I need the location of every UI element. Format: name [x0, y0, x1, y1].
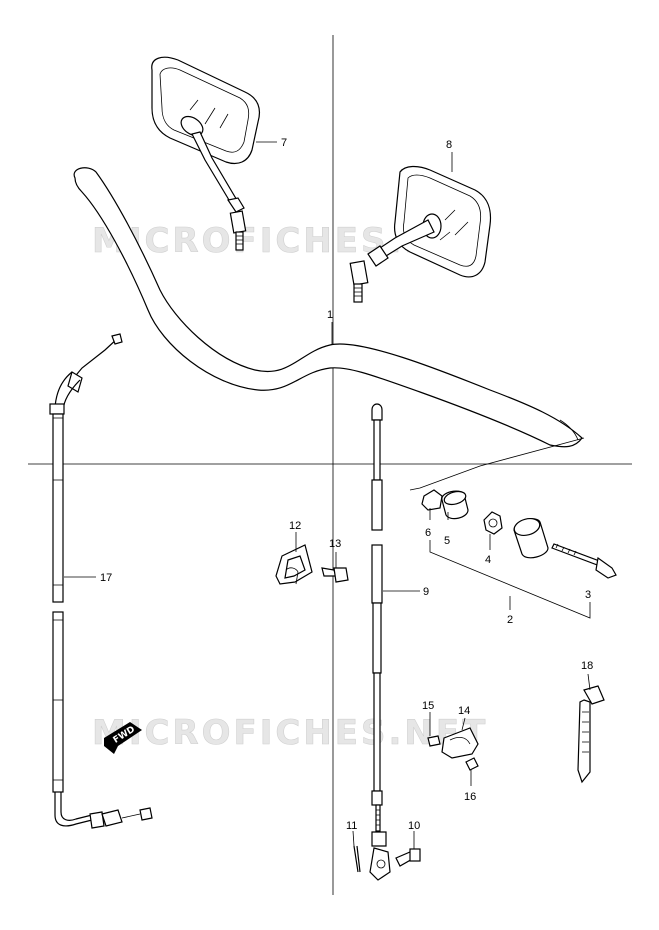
callout-16: 16	[464, 791, 476, 803]
left-cable	[49, 333, 153, 829]
mirror-right	[349, 165, 492, 303]
callout-8: 8	[446, 139, 452, 151]
callout-7: 7	[281, 137, 287, 149]
clamp-and-bolt	[275, 544, 349, 585]
callout-2: 2	[507, 614, 513, 626]
cotter-pin	[353, 845, 361, 873]
callout-4: 4	[485, 554, 491, 566]
callout-1: 1	[327, 309, 333, 321]
cable-band	[577, 685, 605, 784]
callout-10: 10	[408, 820, 420, 832]
callout-18: 18	[581, 660, 593, 672]
callout-14: 14	[458, 705, 470, 717]
pin-bolt	[395, 848, 421, 867]
center-cable	[369, 403, 391, 881]
callout-5: 5	[444, 535, 450, 547]
callout-3: 3	[585, 589, 591, 601]
handlebar	[73, 167, 583, 448]
mirror-left	[151, 56, 261, 251]
callout-15: 15	[422, 700, 434, 712]
callout-17: 17	[100, 572, 112, 584]
callout-12: 12	[289, 520, 301, 532]
cable-clip	[427, 727, 479, 771]
callout-11: 11	[346, 820, 357, 832]
callout-9: 9	[423, 586, 429, 598]
watermark-bottom: MICROFICHES.NET	[92, 713, 488, 753]
callout-13: 13	[329, 538, 341, 550]
bar-end-assembly	[409, 437, 617, 619]
callout-labels: 1 2 3 4 5 6 7 8 9 10 11 12 13 14 15 16 1…	[100, 137, 593, 832]
callout-6: 6	[425, 527, 431, 539]
leader-lines	[64, 141, 591, 849]
